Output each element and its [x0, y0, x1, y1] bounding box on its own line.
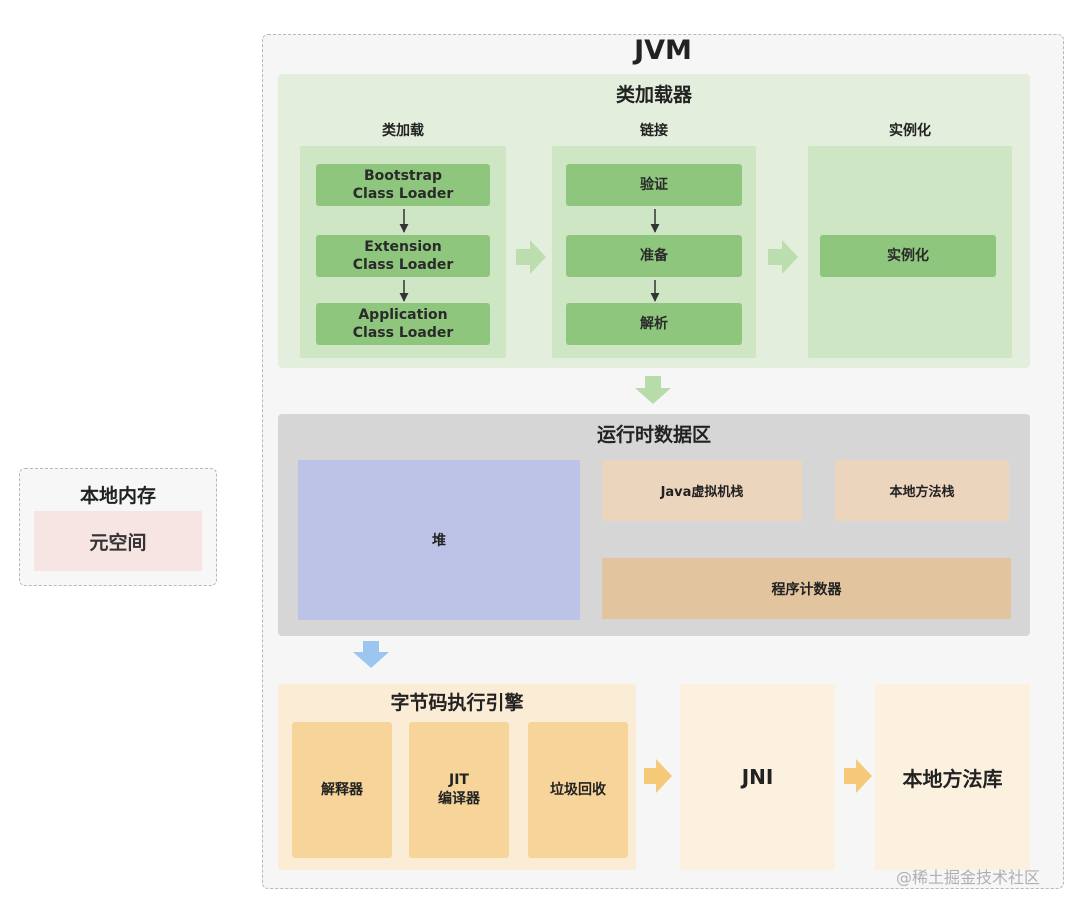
runtime-title: 运行时数据区: [596, 424, 711, 446]
program-counter-box: 程序计数器: [602, 558, 1011, 619]
init-panel: 实例化: [808, 146, 1012, 358]
jni-box: JNI: [680, 684, 835, 870]
class-loader-section: 类加载器 类加载 链接 实例化 Bootstrap Class Loader E…: [278, 74, 1030, 368]
local-memory-title: 本地内存: [79, 485, 156, 507]
loading-title: 类加载: [382, 123, 424, 139]
local-memory-group: 本地内存 元空间: [19, 468, 217, 586]
garbage-collector-box: 垃圾回收: [528, 722, 628, 858]
metaspace-box: 元空间: [34, 511, 202, 571]
loading-panel: Bootstrap Class Loader Extension Class L…: [300, 146, 506, 358]
jit-compiler-box: JIT 编译器: [409, 722, 509, 858]
execution-engine-section: 字节码执行引擎 解释器 JIT 编译器 垃圾回收: [278, 684, 636, 870]
resolve-box: 解析: [566, 303, 742, 345]
native-stack-box: 本地方法栈: [835, 460, 1009, 521]
runtime-data-area: 运行时数据区 堆 Java虚拟机栈 本地方法栈 程序计数器: [278, 414, 1030, 636]
application-loader-box: Application Class Loader: [316, 303, 490, 345]
jvm-title: JVM: [634, 35, 692, 66]
extension-loader-box: Extension Class Loader: [316, 235, 490, 277]
class-loader-title: 类加载器: [615, 84, 692, 106]
arrow-right-icon: [844, 759, 872, 793]
arrow-right-icon: [516, 240, 546, 274]
native-library-box: 本地方法库: [875, 684, 1030, 870]
heap-box: 堆: [298, 460, 580, 620]
linking-title: 链接: [640, 123, 668, 139]
engine-title: 字节码执行引擎: [390, 692, 524, 714]
watermark-text: @稀土掘金技术社区: [896, 868, 1041, 887]
arrow-down-icon: [635, 376, 671, 404]
prepare-box: 准备: [566, 235, 742, 277]
arrow-down-icon: [353, 641, 389, 668]
interpreter-box: 解释器: [292, 722, 392, 858]
arrow-right-icon: [768, 240, 798, 274]
verify-box: 验证: [566, 164, 742, 206]
arrow-right-icon: [644, 759, 672, 793]
bootstrap-loader-box: Bootstrap Class Loader: [316, 164, 490, 206]
java-stack-box: Java虚拟机栈: [602, 460, 802, 521]
init-title: 实例化: [889, 123, 931, 139]
init-box: 实例化: [820, 235, 996, 277]
linking-panel: 验证 准备 解析: [552, 146, 756, 358]
